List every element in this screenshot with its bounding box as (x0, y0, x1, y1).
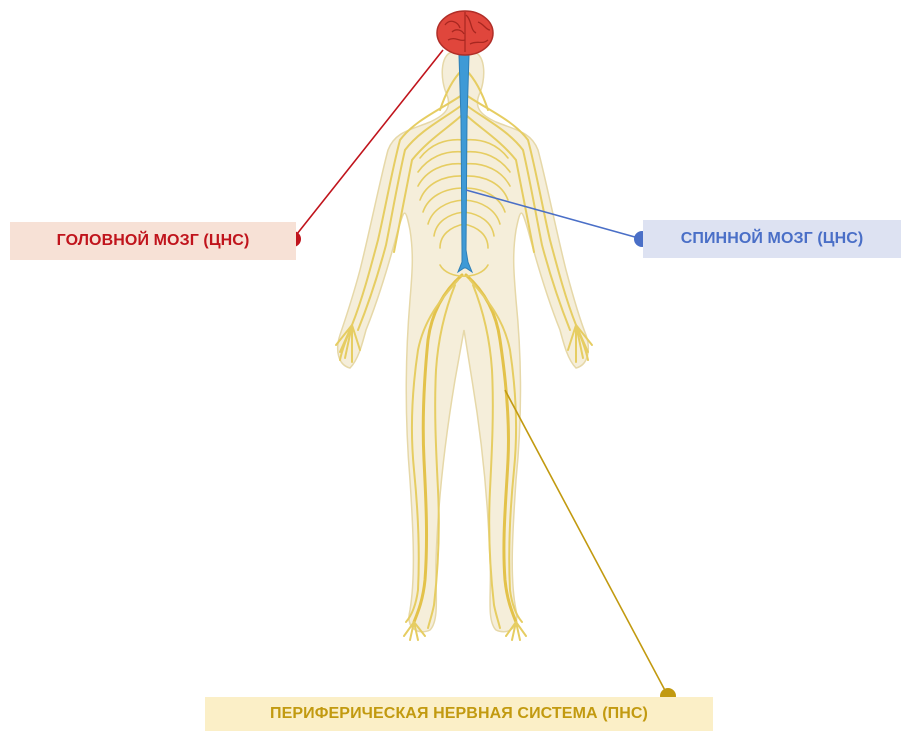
pns-label-text: ПЕРИФЕРИЧЕСКАЯ НЕРВНАЯ СИСТЕМА (ПНС) (270, 705, 648, 723)
pns-label: ПЕРИФЕРИЧЕСКАЯ НЕРВНАЯ СИСТЕМА (ПНС) (205, 697, 713, 731)
brain-label-text: ГОЛОВНОЙ МОЗГ (ЦНС) (57, 232, 250, 250)
spinal-cord-label-text: СПИННОЙ МОЗГ (ЦНС) (681, 230, 864, 248)
pns-leader-line (505, 390, 668, 696)
spinal-cord-label: СПИННОЙ МОЗГ (ЦНС) (643, 220, 901, 258)
brain (437, 11, 493, 55)
brain-label: ГОЛОВНОЙ МОЗГ (ЦНС) (10, 222, 296, 260)
